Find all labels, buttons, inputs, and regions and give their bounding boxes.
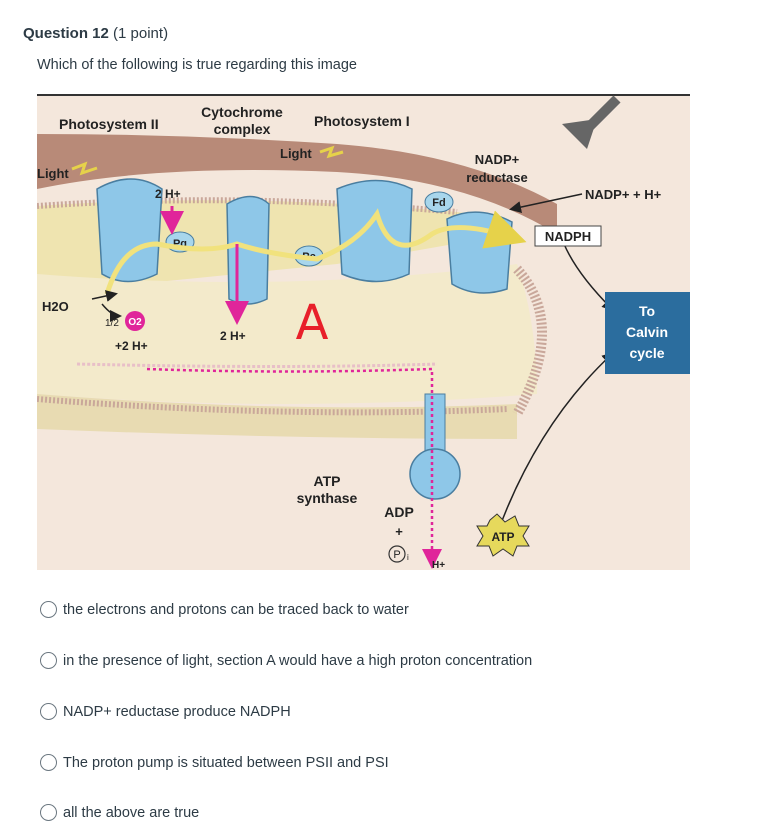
- label-calvin-1: To: [639, 303, 655, 319]
- label-light-left: Light: [37, 166, 69, 181]
- label-nadp-reductase-1: NADP+: [475, 152, 520, 167]
- question-header: Question 12 (1 point): [23, 25, 168, 42]
- label-plus: +: [395, 524, 403, 539]
- label-calvin-2: Calvin: [626, 324, 668, 340]
- question-points: (1 point): [113, 25, 169, 42]
- answer-text: the electrons and protons can be traced …: [63, 601, 409, 618]
- fd-carrier: [424, 191, 454, 213]
- label-pi: P: [393, 549, 400, 561]
- photosynthesis-diagram: Pq Pc Fd Photosystem II Cytochrome compl…: [37, 94, 690, 570]
- label-nadp-reductase-2: reductase: [466, 170, 527, 185]
- answer-text: NADP+ reductase produce NADPH: [63, 703, 291, 720]
- label-atp-synthase-2: synthase: [297, 490, 358, 506]
- radio-button[interactable]: [40, 652, 57, 669]
- radio-button[interactable]: [40, 703, 57, 720]
- photosystem-ii-protein: [96, 178, 163, 283]
- light-gray-arrow: [562, 119, 597, 149]
- answer-option-3[interactable]: NADP+ reductase produce NADPH: [40, 703, 291, 720]
- calvin-cycle-box: [605, 292, 690, 374]
- label-atp-synthase-1: ATP: [314, 473, 341, 489]
- answer-text: in the presence of light, section A woul…: [63, 652, 533, 669]
- fd-label: Fd: [432, 197, 445, 209]
- label-o2: O2: [128, 317, 142, 328]
- label-h2o: H2O: [42, 299, 69, 314]
- question-prompt: Which of the following is true regarding…: [37, 57, 357, 73]
- answer-text: all the above are true: [63, 804, 200, 821]
- answer-option-2[interactable]: in the presence of light, section A woul…: [40, 652, 532, 669]
- label-pi-sub: i: [407, 553, 409, 562]
- atp-synthase-head: [409, 448, 461, 500]
- label-nadp-h: NADP+ + H+: [585, 187, 662, 202]
- label-cytochrome-2: complex: [214, 121, 271, 137]
- answer-text: The proton pump is situated between PSII…: [63, 754, 389, 771]
- answer-option-1[interactable]: the electrons and protons can be traced …: [40, 601, 409, 618]
- answer-option-5[interactable]: all the above are true: [40, 804, 199, 821]
- photosystem-i-protein: [336, 179, 413, 283]
- radio-button[interactable]: [40, 601, 57, 618]
- stroma-band: [37, 134, 557, 234]
- electron-flow-arrow: [104, 208, 527, 295]
- label-2h-water: +2 H+: [115, 339, 148, 353]
- label-2h-top: 2 H+: [155, 187, 181, 201]
- proton-gradient-arrow: [146, 367, 442, 569]
- label-photosystem-ii: Photosystem II: [59, 116, 159, 132]
- label-photosystem-i: Photosystem I: [314, 113, 410, 129]
- radio-button[interactable]: [40, 804, 57, 821]
- label-half: 1/2: [105, 318, 119, 329]
- label-light-mid: Light: [280, 146, 312, 161]
- label-nadph: NADPH: [545, 229, 591, 244]
- label-calvin-3: cycle: [629, 345, 664, 361]
- light-bolt-left: [71, 161, 98, 176]
- nadp-reductase-protein: [446, 211, 513, 294]
- question-number: Question 12: [23, 25, 109, 42]
- label-atp: ATP: [491, 530, 514, 544]
- radio-button[interactable]: [40, 754, 57, 771]
- light-bolt-mid: [319, 145, 344, 159]
- label-2h-lumen: 2 H+: [220, 329, 246, 343]
- label-adp: ADP: [384, 504, 414, 520]
- label-cytochrome-1: Cytochrome: [201, 104, 283, 120]
- atp-starburst: [476, 513, 530, 557]
- nadph-box: [534, 225, 602, 247]
- label-h-bottom: H+: [432, 560, 445, 570]
- o2-bubble: [125, 311, 145, 331]
- handwritten-a-label: A: [296, 295, 329, 351]
- answer-option-4[interactable]: The proton pump is situated between PSII…: [40, 754, 389, 771]
- atp-synthase-stalk: [424, 393, 446, 455]
